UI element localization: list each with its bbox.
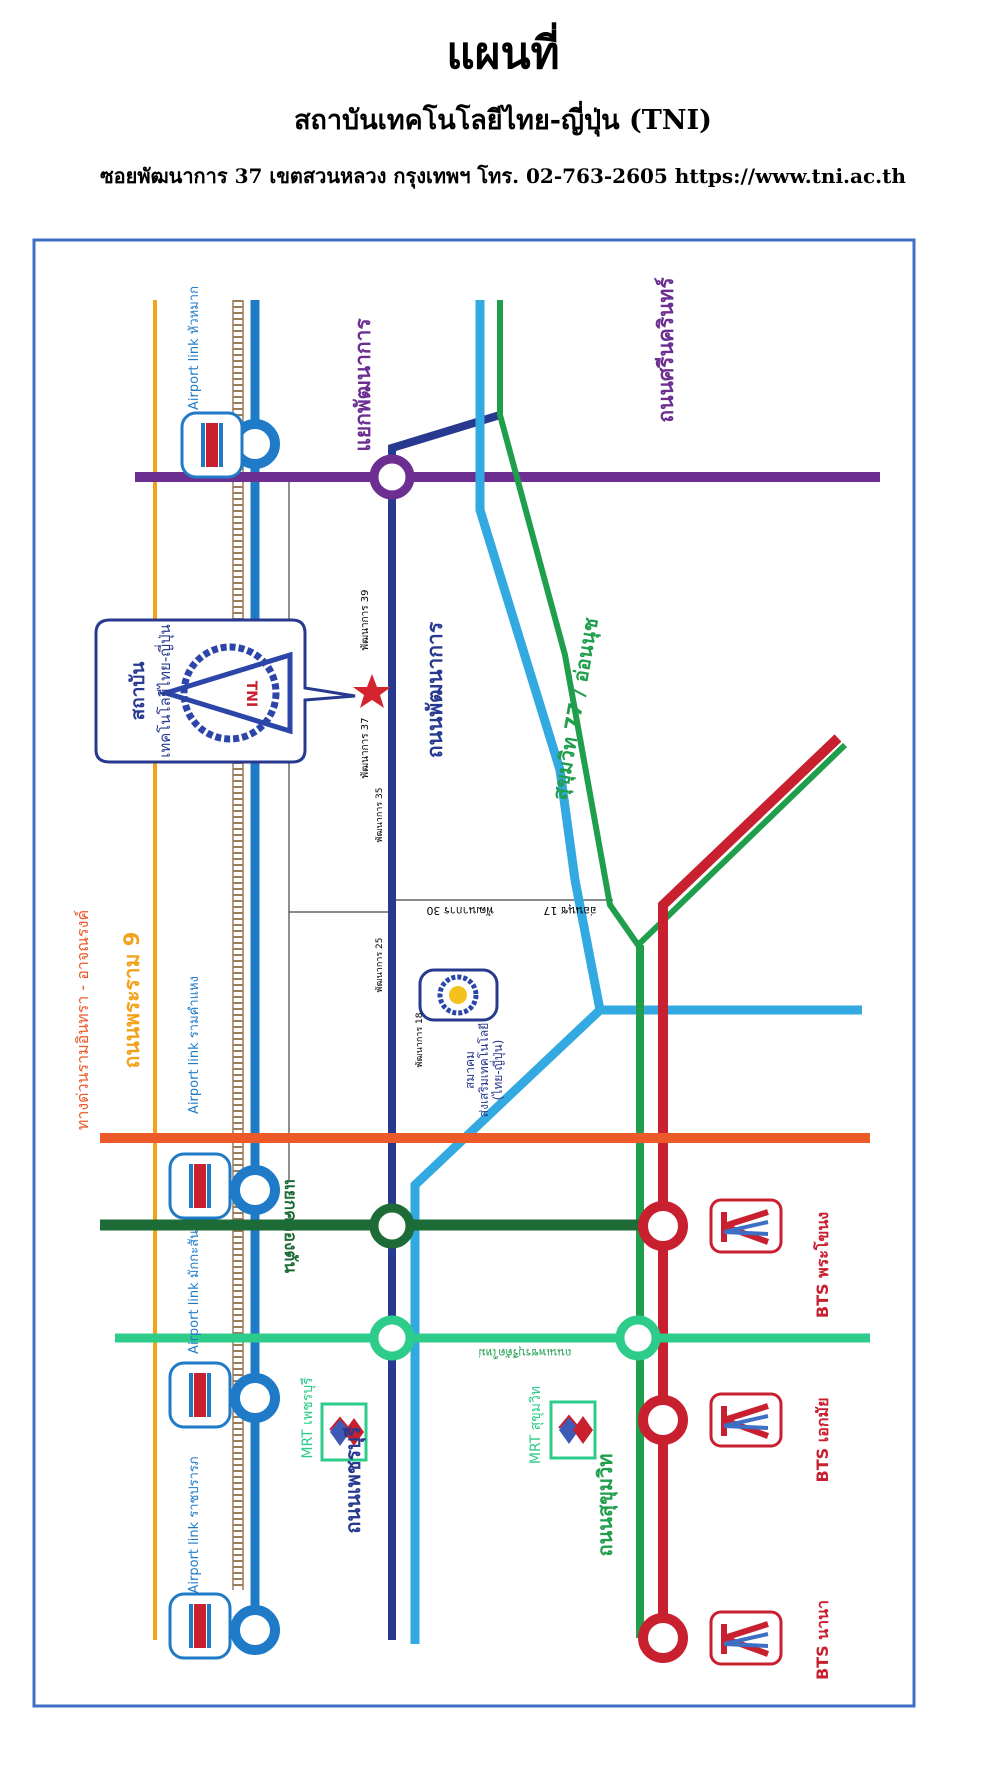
bts-nana-label: BTS นานา	[813, 1600, 832, 1680]
page-title: แผนที่	[446, 28, 560, 79]
tni-logo-text: TNI	[243, 681, 259, 707]
airport-station-ramkhamhaeng[interactable]	[230, 1165, 280, 1215]
tpa-label-1: สมาคม	[463, 1051, 477, 1089]
pattanakarn-junction-marker[interactable]	[369, 454, 415, 500]
bts-logo-phra-khanong	[711, 1200, 781, 1252]
map-frame	[32, 238, 916, 1708]
srt-logo-hua-mak	[180, 411, 244, 479]
srinakarin-label: ถนนศรีนครินทร์	[654, 277, 678, 423]
klongton-junction-label: แยกคลองตัน	[280, 1179, 300, 1274]
mrt-sukhumvit-marker[interactable]	[615, 1315, 661, 1361]
mrt-sukhumvit-label: MRT สุขุมวิท	[528, 1386, 544, 1464]
tni-callout-label-1: สถาบัน	[127, 662, 149, 721]
petchaburi-upper-line	[475, 300, 605, 1011]
expressway-label: ทางด่วนรามอินทรา - อาจณรงค์	[73, 910, 92, 1130]
tni-callout-label-2: เทคโนโลยีไทย-ญี่ปุ่น	[154, 624, 175, 758]
page-subtitle: สถาบันเทคโนโลยีไทย-ญี่ปุ่น (TNI)	[294, 105, 712, 136]
bts-nana-marker[interactable]	[638, 1613, 688, 1663]
tpa-logo	[418, 968, 499, 1022]
airport-makkasan-label: Airport link มักกะสัน	[187, 1230, 202, 1354]
bts-logo-ekkamai	[711, 1394, 781, 1446]
petchaburi-label: ถนนเพชรบุรี	[341, 1426, 366, 1533]
railway-track	[232, 300, 244, 1590]
tni-location-star[interactable]	[353, 674, 391, 708]
bts-ekkamai-marker[interactable]	[638, 1395, 688, 1445]
airport-station-ratchaprarop[interactable]	[230, 1605, 280, 1655]
mrt-phetchaburi-label: MRT เพชรบุรี	[300, 1377, 316, 1459]
pattanakarn-road-label: ถนนพัฒนาการ	[423, 621, 447, 758]
bts-phra-khanong-label: BTS พระโขนง	[812, 1212, 832, 1318]
soi-pattanakarn30-label: พัฒนาการ 30	[426, 904, 493, 917]
airport-hua-mak-label: Airport link หัวหมาก	[187, 286, 202, 410]
address-line: ซอยพัฒนาการ 37 เขตสวนหลวง กรุงเทพฯ โทร. …	[100, 164, 906, 188]
soi-onnut17-label: อ่อนนุช 17	[543, 904, 596, 917]
soi-pattanakarn18-label: พัฒนาการ 18	[415, 1012, 425, 1067]
soi-pattanakarn35-label: พัฒนาการ 35	[375, 788, 385, 843]
tni-logo: TNI	[157, 643, 293, 743]
mrt-logo-sukhumvit	[549, 1400, 597, 1460]
sukhumvit77-road	[497, 300, 848, 950]
tni-callout[interactable]: TNI	[94, 618, 356, 764]
airport-station-makkasan[interactable]	[230, 1373, 280, 1423]
soi-pattanakarn25-label: พัฒนาการ 25	[375, 938, 385, 993]
tpa-label-2: ส่งเสริมเทคโนโลยี	[477, 1023, 491, 1117]
srt-logo-ratchaprarop	[168, 1592, 232, 1660]
airport-ratchaprarop-label: Airport link ราชปรารภ	[187, 1457, 202, 1594]
mrt-phetchaburi-marker[interactable]	[369, 1315, 415, 1361]
soi-pattanakarn39-label: พัฒนาการ 39	[360, 589, 371, 650]
new-petchaburi-label: ถนนเพชรบุรีตัดใหม่	[478, 1346, 571, 1359]
bts-ekkamai-label: BTS เอกมัย	[813, 1398, 832, 1483]
klongton-junction-marker[interactable]	[369, 1203, 415, 1249]
pattanakarn-junction-label: แยกพัฒนาการ	[351, 318, 375, 452]
tpa-label-3: (ไทย-ญี่ปุ่น)	[489, 1040, 506, 1101]
srt-logo-ramkhamhaeng	[168, 1152, 232, 1220]
soi-pattanakarn37-label: พัฒนาการ 37	[360, 717, 371, 778]
srt-logo-makkasan	[168, 1361, 232, 1429]
rama9-label: ถนนพระราม 9	[120, 932, 144, 1069]
sukhumvit-label: ถนนสุขุมวิท	[593, 1454, 618, 1557]
airport-ramkhamhaeng-label: Airport link รามคำแหง	[187, 976, 202, 1114]
bts-phra-khanong-marker[interactable]	[638, 1201, 688, 1251]
bts-logo-nana	[711, 1612, 781, 1664]
